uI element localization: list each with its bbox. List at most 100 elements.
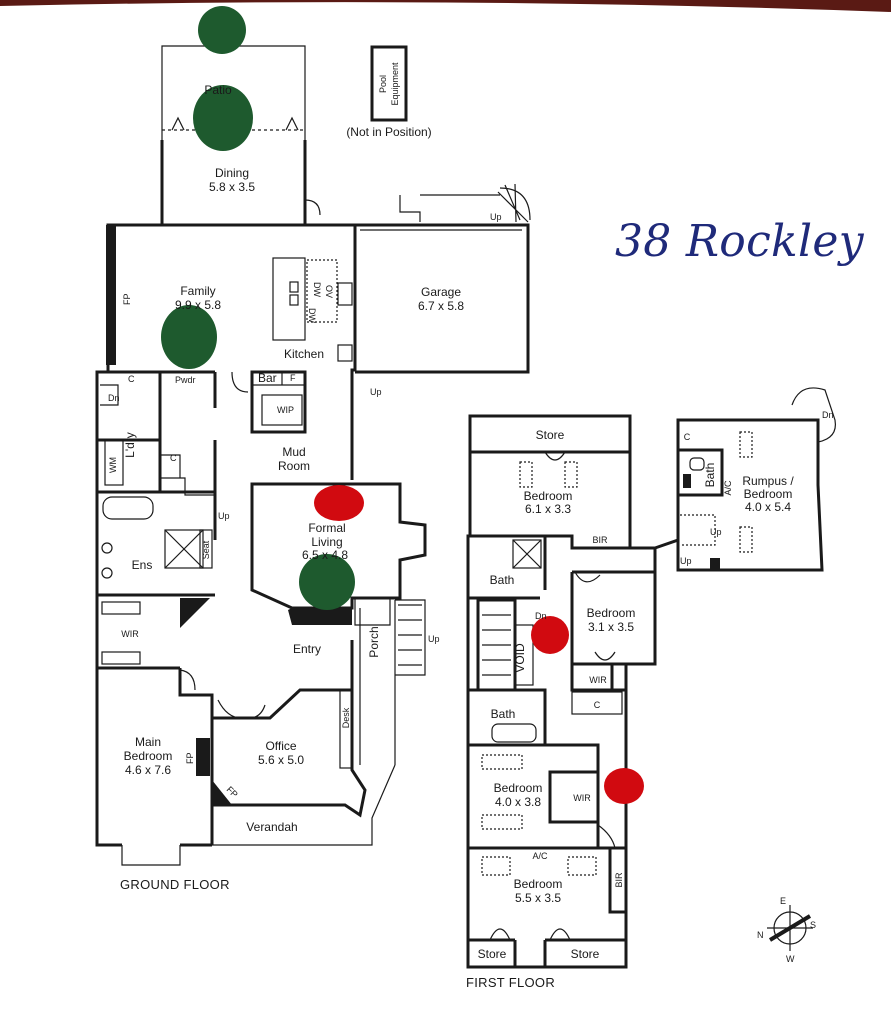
- label-bed1: Bedroom: [524, 489, 573, 503]
- label-dn-rumpus: Dn: [822, 410, 834, 420]
- label-dw-1: DW: [312, 282, 322, 297]
- label-kitchen: Kitchen: [284, 347, 324, 361]
- label-bed4: Bedroom: [514, 877, 563, 891]
- label-up-kitchen: Up: [370, 387, 382, 397]
- red-mark-formal: [314, 485, 364, 521]
- label-c-ldry: C: [128, 374, 135, 384]
- label-pool-1: Pool: [378, 75, 388, 93]
- label-bath3: Bath: [703, 463, 717, 488]
- label-garage-dim: 6.7 x 5.8: [418, 299, 464, 313]
- label-rumpus: Rumpus /: [742, 474, 794, 488]
- label-ov: OV: [324, 285, 334, 298]
- first-floor: [466, 387, 836, 969]
- label-pool-2: Equipment: [390, 62, 400, 106]
- label-store-right: Store: [571, 947, 600, 961]
- label-store-top: Store: [536, 428, 565, 442]
- label-family: Family: [180, 284, 215, 298]
- label-wir3: WIR: [573, 793, 591, 803]
- label-bed4-dim: 5.5 x 3.5: [515, 891, 561, 905]
- compass-e: E: [780, 896, 786, 906]
- compass-n: N: [757, 930, 764, 940]
- label-patio: Patio: [204, 83, 232, 97]
- label-office-dim: 5.6 x 5.0: [258, 753, 304, 767]
- label-main-bedroom-dim: 4.6 x 7.6: [125, 763, 171, 777]
- label-ac-rumpus: A/C: [723, 480, 733, 496]
- dining-walls: [160, 140, 307, 225]
- label-up-link: Up: [680, 556, 692, 566]
- label-office: Office: [265, 739, 296, 753]
- label-bath1: Bath: [490, 573, 515, 587]
- label-porch: Porch: [367, 626, 381, 657]
- label-formal-2: Living: [311, 535, 342, 549]
- label-bir1: BIR: [592, 535, 608, 545]
- label-bed3-dim: 4.0 x 3.8: [495, 795, 541, 809]
- label-laundry: L'dry: [123, 432, 137, 458]
- green-mark-family: [161, 305, 217, 369]
- label-dn-ldry: Dn: [108, 393, 120, 403]
- handwritten-title: 38 Rockley: [615, 216, 865, 267]
- compass-w: W: [786, 954, 795, 964]
- green-markers: [161, 6, 355, 610]
- label-bar: Bar: [258, 371, 277, 385]
- label-wm: WM: [108, 457, 118, 473]
- label-store-left: Store: [478, 947, 507, 961]
- label-bath2: Bath: [491, 707, 516, 721]
- compass: [767, 905, 813, 951]
- label-pool-note: (Not in Position): [346, 125, 431, 139]
- label-powder: Pwdr: [175, 375, 196, 385]
- label-up-garage: Up: [490, 212, 502, 222]
- label-seat: Seat: [201, 540, 211, 559]
- label-ground-floor: GROUND FLOOR: [120, 877, 230, 892]
- label-fp-office: FP: [225, 784, 240, 799]
- photo-edge: [0, 0, 891, 12]
- label-dw-2: DW: [307, 308, 317, 323]
- label-fp-family: FP: [122, 293, 132, 305]
- label-wir: WIR: [121, 629, 139, 639]
- label-desk: Desk: [341, 707, 351, 728]
- pool-equipment: [370, 45, 408, 122]
- label-c-stair: C: [170, 453, 177, 463]
- label-mud-2: Room: [278, 459, 310, 473]
- label-f: F: [290, 373, 296, 383]
- red-mark-void: [531, 616, 569, 654]
- label-wip: WIP: [277, 405, 294, 415]
- label-dining: Dining: [215, 166, 249, 180]
- label-fp-bedroom: FP: [185, 752, 195, 764]
- label-up-porch: Up: [428, 634, 440, 644]
- label-mud: Mud: [282, 445, 305, 459]
- label-wir2: WIR: [589, 675, 607, 685]
- label-ensuite: Ens: [132, 558, 153, 572]
- label-bed2: Bedroom: [587, 606, 636, 620]
- red-mark-wir: [604, 768, 644, 804]
- label-up-stair: Up: [218, 511, 230, 521]
- label-garage: Garage: [421, 285, 461, 299]
- garage-walls: [355, 223, 530, 374]
- label-dn-void: Dn: [535, 611, 547, 621]
- label-dining-dim: 5.8 x 3.5: [209, 180, 255, 194]
- label-c2: C: [594, 700, 601, 710]
- label-rumpus-2: Bedroom: [744, 487, 793, 501]
- green-mark-patio: [193, 85, 253, 151]
- rumpus-walls: [676, 418, 824, 572]
- red-markers: [314, 485, 644, 804]
- green-mark-formal: [299, 554, 355, 610]
- label-ac-bed4: A/C: [532, 851, 548, 861]
- label-up-rumpus: Up: [710, 527, 722, 537]
- fireplace-family: [106, 225, 116, 365]
- label-main-bedroom: Main: [135, 735, 161, 749]
- ground-floor: [95, 45, 531, 866]
- label-family-dim: 9.9 x 5.8: [175, 298, 221, 312]
- kitchen-island: [272, 257, 306, 341]
- label-formal-dim: 6.5 x 4.8: [302, 548, 348, 562]
- label-void: VOID: [513, 643, 527, 673]
- label-bed3: Bedroom: [494, 781, 543, 795]
- label-main-bedroom-2: Bedroom: [124, 749, 173, 763]
- label-entry: Entry: [293, 642, 321, 656]
- label-bed2-dim: 3.1 x 3.5: [588, 620, 634, 634]
- compass-s: S: [810, 920, 816, 930]
- label-verandah: Verandah: [246, 820, 297, 834]
- green-mark-top: [198, 6, 246, 54]
- label-c3: C: [684, 432, 691, 442]
- labels: 38 Rockley Patio Dining 5.8 x 3.5 Family…: [108, 62, 865, 990]
